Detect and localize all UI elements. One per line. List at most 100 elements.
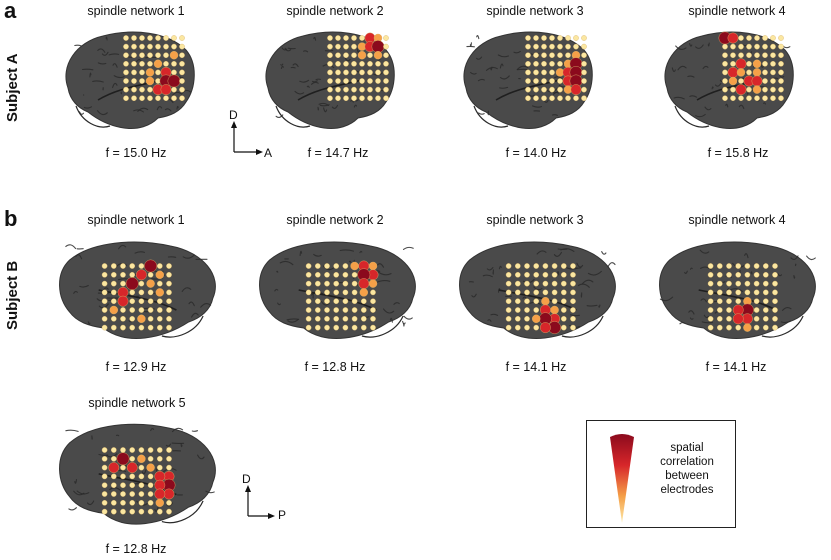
electrode — [351, 35, 357, 41]
electrode — [557, 78, 563, 84]
electrode — [146, 279, 155, 288]
electrode — [129, 508, 135, 515]
electrode — [762, 263, 769, 269]
electrode — [367, 95, 373, 101]
electrode — [351, 86, 357, 93]
electrode — [549, 95, 555, 101]
electrode — [743, 323, 752, 332]
electrode — [139, 43, 145, 50]
electrode — [375, 61, 381, 67]
electrode — [120, 447, 126, 453]
electrode — [505, 289, 512, 296]
electrode — [772, 307, 778, 313]
electrode — [351, 52, 357, 59]
electrode — [179, 43, 185, 50]
electrode — [305, 263, 312, 269]
electrode — [351, 272, 358, 278]
electrode — [732, 313, 744, 325]
electrode — [549, 78, 555, 84]
electrode — [335, 86, 341, 93]
electrode — [726, 272, 732, 278]
electrode — [717, 263, 723, 269]
electrode — [730, 95, 736, 101]
electrode — [581, 52, 587, 59]
electrode — [139, 69, 145, 76]
electrode — [333, 316, 339, 322]
electrode — [735, 298, 741, 304]
electrode — [370, 324, 376, 331]
electrode — [367, 78, 373, 84]
electrode — [131, 95, 137, 101]
electrode — [157, 456, 163, 462]
electrode — [726, 307, 732, 313]
electrode — [570, 263, 576, 269]
electrode — [762, 78, 768, 84]
brain-b-network-4 — [655, 236, 825, 348]
electrode — [111, 500, 117, 506]
electrode — [160, 84, 172, 95]
electrode — [762, 316, 769, 322]
electrode — [157, 508, 163, 515]
electrode — [138, 447, 145, 453]
electrode — [101, 500, 108, 506]
electrode — [533, 289, 539, 296]
electrode — [120, 272, 126, 278]
electrode — [505, 298, 512, 304]
electrode — [560, 289, 567, 296]
electrode — [360, 316, 367, 322]
electrode — [778, 52, 784, 59]
electrode — [727, 67, 739, 78]
electrode — [315, 298, 321, 304]
electrode — [333, 280, 339, 287]
electrode — [570, 298, 576, 304]
electrode — [360, 307, 367, 313]
electrode — [728, 76, 738, 86]
electrode — [770, 95, 776, 101]
electrode — [131, 69, 137, 76]
electrode — [533, 52, 539, 59]
electrode — [778, 35, 784, 41]
electrode — [778, 86, 784, 93]
electrode — [157, 464, 163, 471]
electrode — [179, 35, 185, 41]
electrode — [565, 52, 571, 59]
electrode — [147, 61, 153, 67]
electrode — [738, 78, 744, 84]
electrode — [707, 307, 714, 313]
electrode — [581, 35, 587, 41]
b-network-5-freq: f = 12.8 Hz — [105, 542, 167, 556]
electrode — [515, 298, 521, 304]
electrode — [129, 482, 135, 488]
electrode — [111, 280, 117, 287]
electrode — [123, 61, 129, 67]
electrode — [129, 272, 135, 278]
electrode — [772, 324, 778, 331]
electrode — [179, 95, 185, 101]
electrode — [171, 69, 177, 76]
electrode — [525, 61, 531, 67]
electrode — [525, 78, 531, 84]
electrode — [359, 288, 368, 297]
electrode — [120, 464, 126, 471]
electrode — [351, 280, 358, 287]
electrode — [524, 316, 530, 322]
electrode — [155, 270, 165, 279]
electrode — [342, 298, 349, 304]
brain-b-network-2 — [255, 236, 425, 348]
electrode — [351, 324, 358, 331]
electrode — [315, 289, 321, 296]
electrode — [770, 78, 776, 84]
electrode — [541, 52, 547, 59]
electrode — [744, 263, 751, 269]
electrode — [717, 280, 723, 287]
electrode — [717, 307, 723, 313]
electrode — [342, 324, 349, 331]
electrode — [153, 59, 163, 68]
electrode — [753, 316, 760, 322]
electrode — [155, 43, 161, 50]
electrode — [515, 272, 521, 278]
electrode — [139, 61, 145, 67]
electrode — [551, 298, 558, 304]
electrode — [359, 78, 365, 84]
electrode — [101, 464, 108, 471]
